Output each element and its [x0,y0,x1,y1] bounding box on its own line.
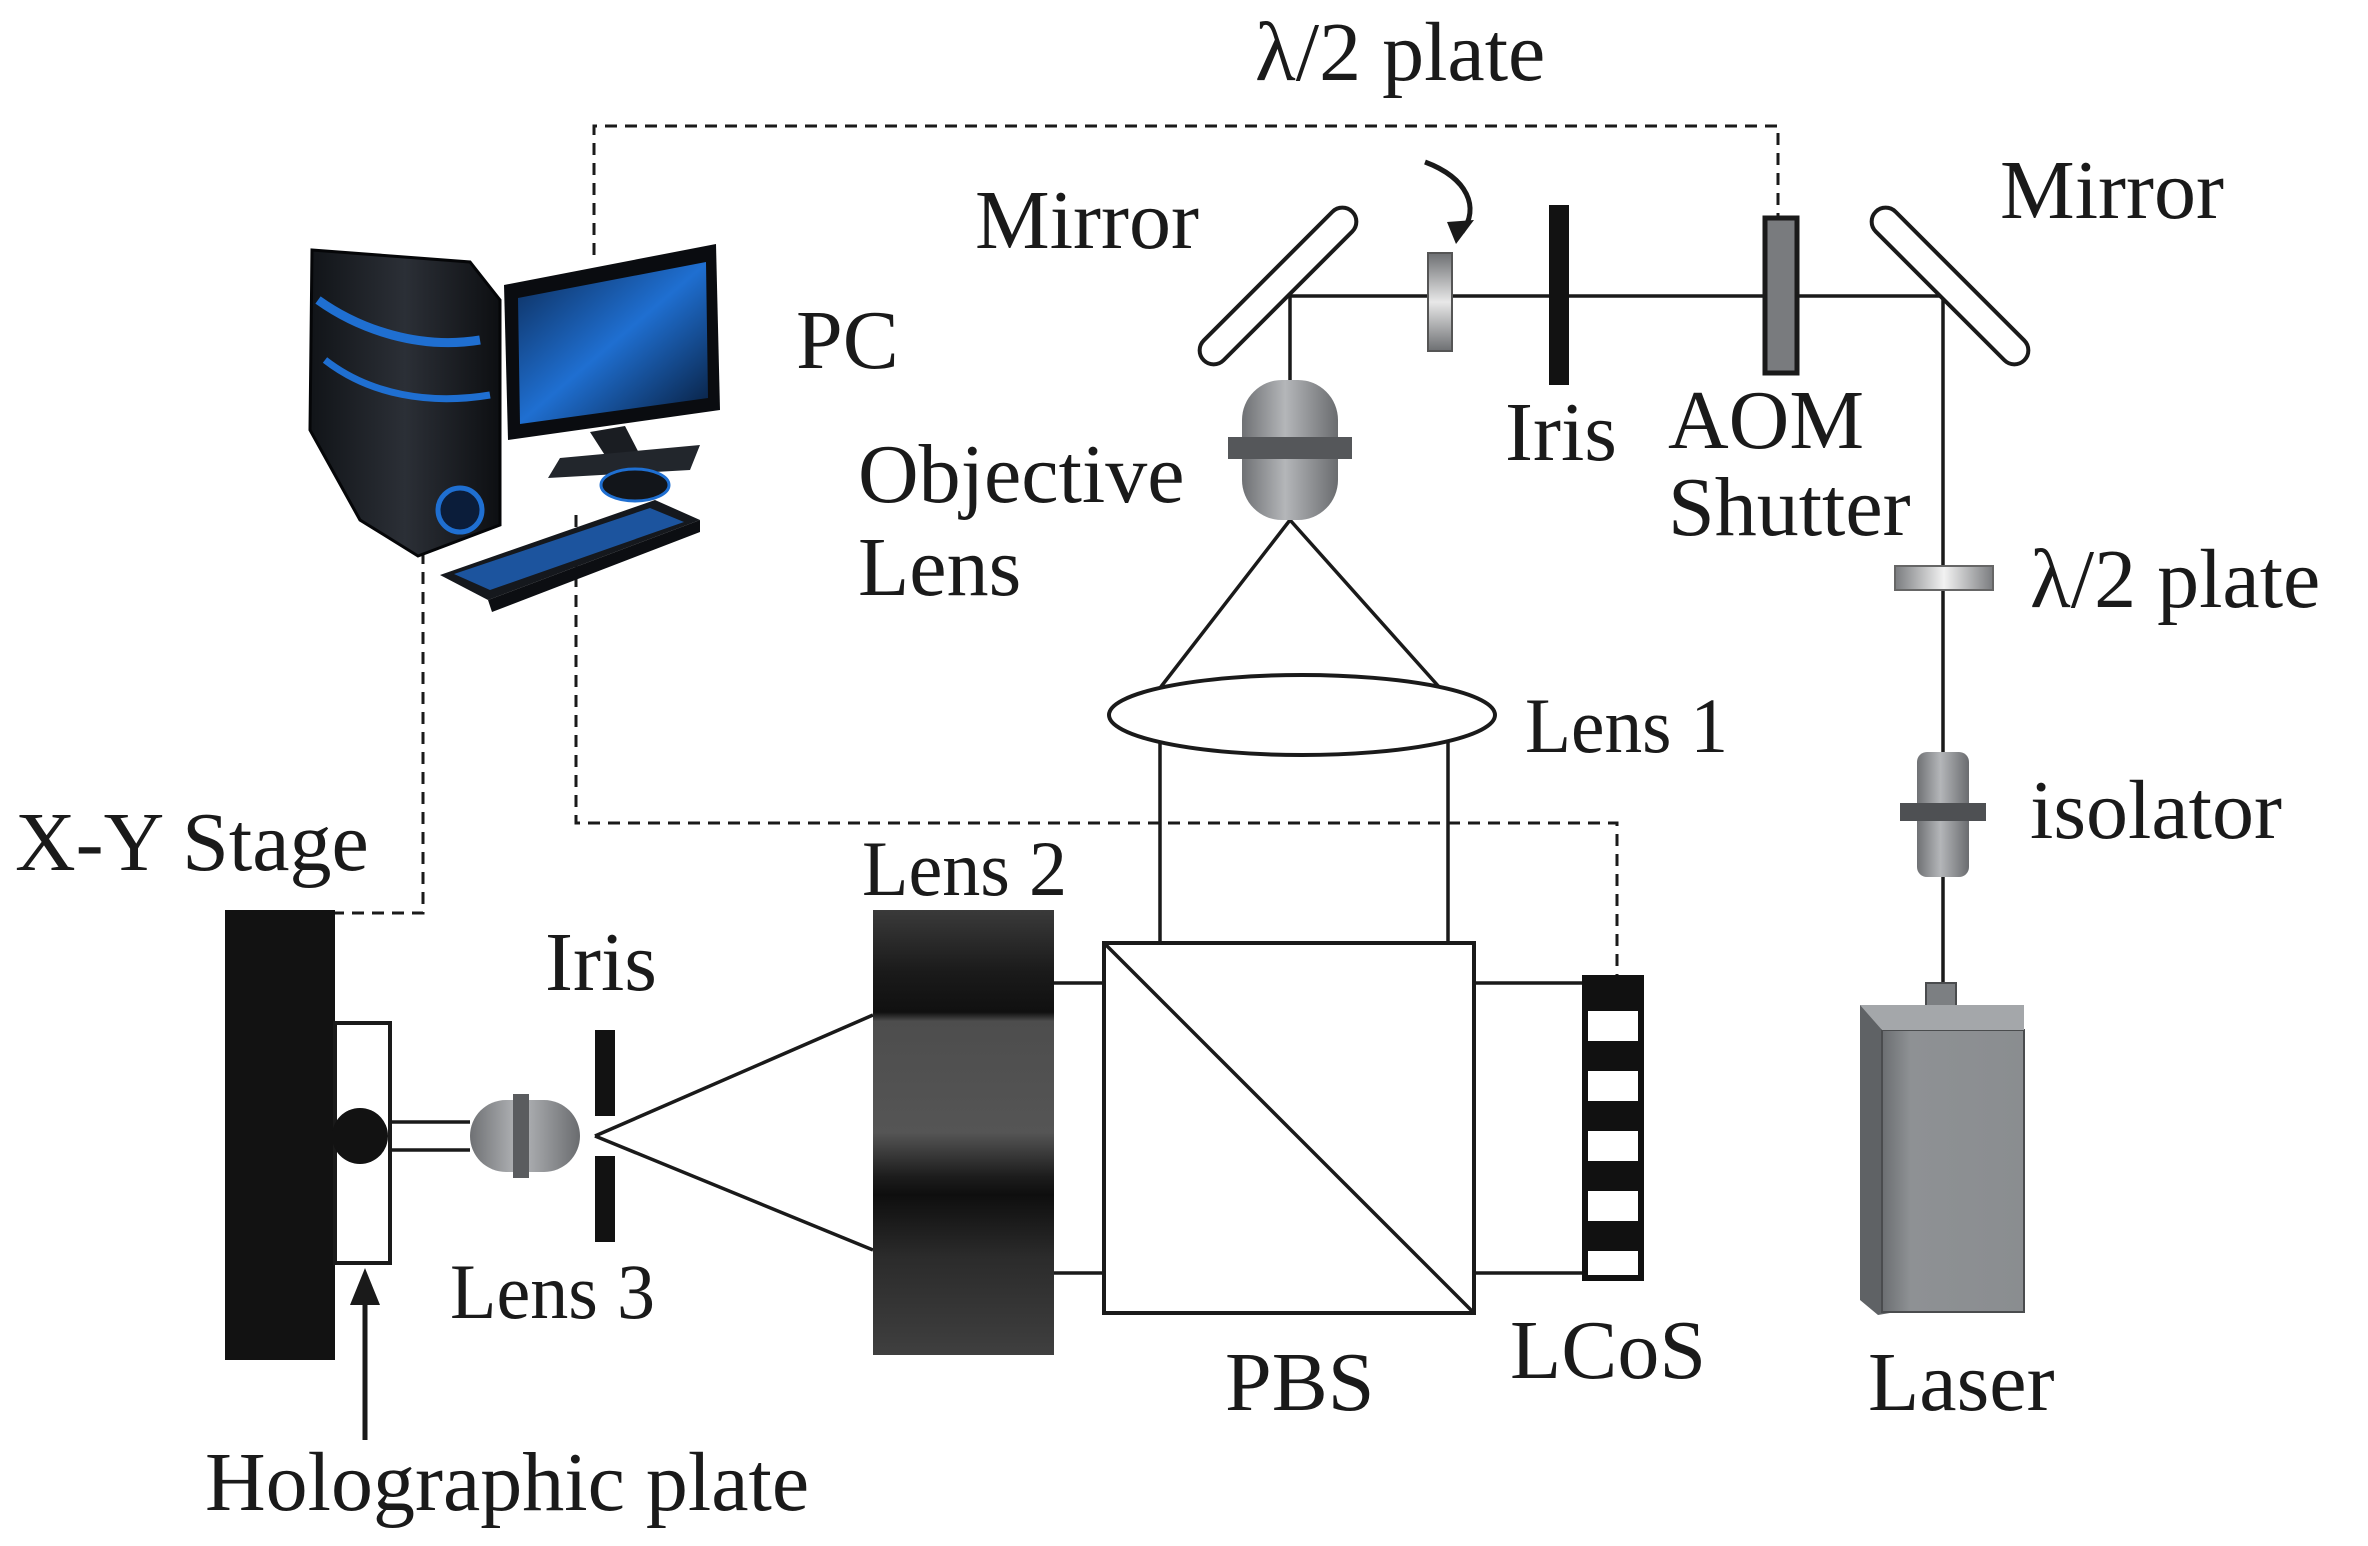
label-pc: PC [796,294,899,387]
label-objective-line1: Objective [858,428,1185,521]
holographic-sample [332,1108,388,1164]
label-lens1: Lens 1 [1525,682,1728,769]
control-line-lcos [574,515,1619,980]
cone-right [1288,518,1442,690]
iris-top [1549,205,1569,385]
isolator [1900,752,1986,877]
label-iris-bottom: Iris [545,916,657,1009]
lcos [1582,975,1644,1281]
lens-1 [1107,673,1497,757]
label-aom-line1: AOM [1668,374,1864,467]
lens-3 [470,1094,580,1178]
lens-2 [873,910,1054,1355]
plate-arrowhead-icon [350,1268,380,1305]
half-wave-plate-top [1427,252,1453,352]
label-mirror-right: Mirror [2000,144,2224,237]
xy-stage [225,910,335,1360]
cone-lens2-top [594,1013,874,1138]
half-wave-plate-right [1894,565,1994,591]
label-half-wave-plate-right: λ/2 plate [2030,533,2320,626]
laser [1860,982,2025,1315]
label-pbs: PBS [1225,1336,1374,1429]
control-line-aom [592,124,1780,255]
iris-bottom [595,1030,615,1242]
label-isolator: isolator [2030,764,2282,857]
label-xy-stage: X-Y Stage [15,796,369,889]
label-lens2: Lens 2 [862,825,1067,912]
pbs-cube [1102,941,1476,1315]
cone-lens2-bottom [594,1134,874,1252]
label-laser: Laser [1868,1336,2055,1429]
label-half-wave-plate-top: λ/2 plate [1255,6,1545,99]
aom-shutter [1762,215,1800,376]
labels: λ/2 plate Mirror Mirror PC Objective Len… [15,6,2320,1529]
label-lens3: Lens 3 [450,1248,655,1335]
label-iris-top: Iris [1505,386,1617,479]
label-lcos: LCoS [1510,1304,1706,1397]
control-lines [335,124,1780,980]
pointer-arrowhead-icon [1447,220,1474,244]
objective-lens [1228,380,1352,520]
label-aom-line2: Shutter [1668,461,1911,554]
cone-left [1158,518,1292,690]
label-holographic-plate: Holographic plate [205,1436,809,1529]
control-line-stage [335,552,425,915]
label-objective-line2: Lens [858,521,1021,614]
mirror-left [1197,205,1359,367]
desktop-computer-icon [308,244,720,612]
label-mirror-left: Mirror [975,174,1199,267]
